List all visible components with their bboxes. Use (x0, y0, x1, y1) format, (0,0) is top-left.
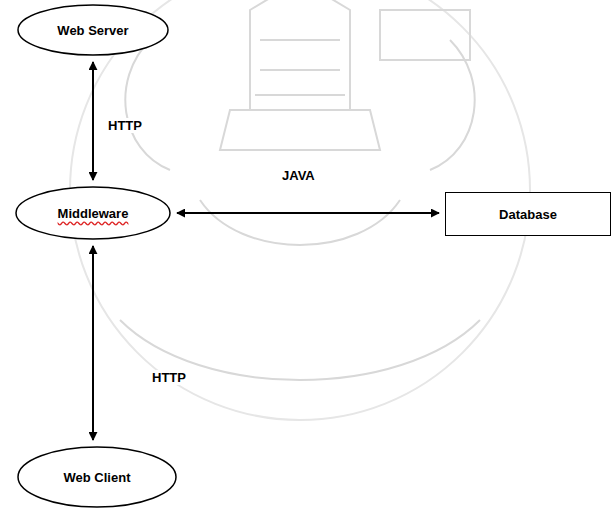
node-label: Web Server (57, 23, 128, 38)
node-label: Middleware (58, 206, 129, 221)
edge-label: HTTP (106, 118, 144, 133)
connector-arrow (177, 212, 439, 214)
connector-arrow (92, 62, 94, 180)
component-ellipse: Web Client (17, 446, 177, 508)
database-box: Database (445, 192, 611, 236)
node-label: Database (499, 207, 557, 222)
edge-label: HTTP (150, 370, 188, 385)
connector-arrow (92, 246, 94, 440)
component-ellipse: Middleware (15, 186, 171, 240)
edge-label: JAVA (280, 168, 317, 183)
node-label: Web Client (64, 470, 131, 485)
component-ellipse: Web Server (17, 4, 169, 56)
